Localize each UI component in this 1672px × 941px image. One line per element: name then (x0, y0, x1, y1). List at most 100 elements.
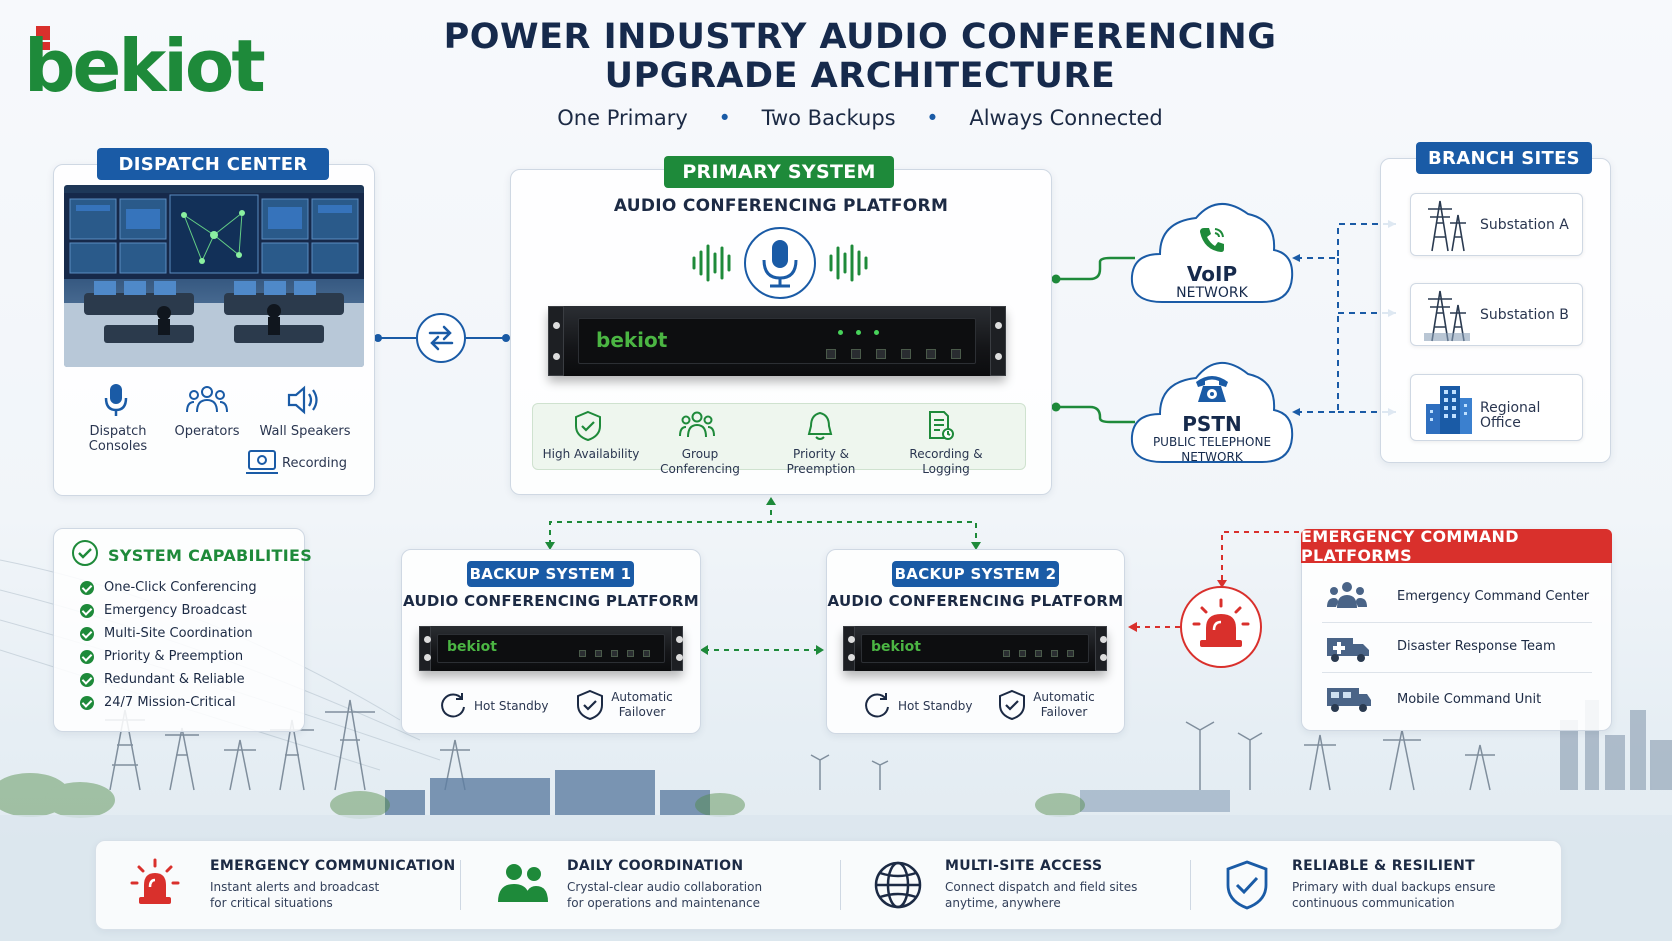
system-capabilities-panel (53, 528, 305, 732)
pstn-subtitle-2: NETWORK (1181, 450, 1243, 464)
command-vehicle-icon (1327, 688, 1371, 712)
control-room-photo (64, 185, 364, 367)
pstn-title: PSTN (1182, 412, 1242, 436)
operators-label: Operators (174, 424, 240, 439)
command-center-icon (1327, 582, 1367, 608)
footer-text-4b: continuous communication (1292, 896, 1455, 910)
check-icon (80, 581, 94, 595)
logo-mark (34, 26, 50, 50)
capability-item: Emergency Broadcast (104, 603, 247, 618)
capability-item: One-Click Conferencing (104, 580, 257, 595)
telephone-icon (1196, 376, 1228, 402)
footer-divider (840, 860, 841, 910)
backup-system-2-header: BACKUP SYSTEM 2 (892, 561, 1059, 587)
transmission-tower-icon (1428, 200, 1466, 252)
primary-device: bekiot (548, 306, 1006, 376)
capability-item: 24/7 Mission-Critical (104, 695, 236, 710)
footer-title-4: RELIABLE & RESILIENT (1292, 858, 1476, 874)
pstn-subtitle: PUBLIC TELEPHONE (1152, 435, 1272, 449)
backup-2-failover-label-1: Automatic (1033, 690, 1095, 704)
capabilities-check-icon (72, 540, 98, 566)
voip-title: VoIP (1186, 262, 1238, 286)
tagline-part-1: One Primary (557, 106, 688, 130)
operators-icon (186, 386, 228, 413)
dispatch-center-header: DISPATCH CENTER (97, 148, 329, 180)
audio-waveform-icon (692, 227, 868, 299)
primary-system-header: PRIMARY SYSTEM (664, 156, 894, 188)
footer-title-3: MULTI-SITE ACCESS (945, 858, 1103, 874)
footer-bar (95, 840, 1562, 930)
primary-system-subtitle: AUDIO CONFERENCING PLATFORM (613, 196, 949, 216)
emergency-item: Mobile Command Unit (1397, 692, 1542, 707)
group-conferencing-label: Group Conferencing (660, 447, 740, 476)
capability-item: Priority & Preemption (104, 649, 244, 664)
backup-1-device-brand: bekiot (447, 639, 497, 655)
high-availability-label: High Availability (542, 447, 640, 461)
page-title: POWER INDUSTRY AUDIO CONFERENCING UPGRAD… (420, 18, 1300, 96)
footer-text-1b: for critical situations (210, 896, 333, 910)
recording-icon (246, 450, 278, 474)
branch-site-label-1: Substation A (1480, 217, 1569, 233)
hot-standby-icon (441, 693, 465, 718)
footer-text-3a: Connect dispatch and field sites (945, 880, 1138, 894)
hot-standby-icon (865, 693, 889, 718)
check-icon (80, 650, 94, 664)
emergency-command-header: EMERGENCY COMMAND PLATFORMS (1301, 527, 1612, 565)
voip-phone-icon (1200, 228, 1224, 252)
backup-system-1-header: BACKUP SYSTEM 1 (467, 561, 634, 587)
footer-text-2b: for operations and maintenance (567, 896, 761, 910)
ambulance-icon (1327, 638, 1369, 662)
failover-shield-icon (577, 689, 603, 721)
tagline-part-2: Two Backups (761, 106, 896, 130)
divider (1322, 672, 1592, 673)
emergency-item: Disaster Response Team (1397, 639, 1556, 654)
substation-tower-icon (1424, 290, 1470, 342)
backup-1-failover-label-1: Automatic (611, 690, 673, 704)
dispatch-consoles-label: Dispatch Consoles (88, 424, 148, 454)
branch-site-label-3: Regional Office (1480, 400, 1541, 431)
backup-2-device-brand: bekiot (871, 639, 921, 655)
recording-label: Recording (282, 456, 348, 471)
team-icon (498, 864, 548, 902)
backup-1-device: bekiot (419, 626, 683, 671)
priority-preemption-label: Priority & Preemption (786, 447, 856, 476)
system-capabilities-header: SYSTEM CAPABILITIES (108, 546, 313, 565)
footer-text-1a: Instant alerts and broadcast (210, 880, 380, 894)
title-line-1: POWER INDUSTRY AUDIO CONFERENCING (443, 17, 1277, 57)
bell-icon (807, 411, 833, 440)
microphone-icon (104, 384, 128, 416)
failover-shield-icon (999, 689, 1025, 721)
footer-title-2: DAILY COORDINATION (567, 858, 744, 874)
backup-1-failover-label-2: Failover (618, 705, 666, 719)
voip-subtitle: NETWORK (1176, 285, 1248, 301)
logo-text: bekiot (24, 24, 266, 108)
backup-2-device: bekiot (843, 626, 1107, 671)
tagline-separator-1: • (718, 106, 731, 130)
title-line-2: UPGRADE ARCHITECTURE (604, 56, 1116, 96)
check-icon (80, 673, 94, 687)
tagline-separator-2: • (926, 106, 939, 130)
high-availability-icon (575, 410, 601, 442)
office-building-icon (1426, 386, 1472, 434)
group-conferencing-icon (679, 411, 715, 438)
footer-divider (460, 860, 461, 910)
voip-cloud (1130, 202, 1294, 303)
tagline: One Primary • Two Backups • Always Conne… (420, 106, 1300, 130)
backup-system-2-subtitle: AUDIO CONFERENCING PLATFORM (827, 592, 1124, 610)
shield-check-icon (1226, 860, 1268, 910)
swap-arrows-icon (416, 313, 466, 363)
backup-2-standby-label: Hot Standby (898, 699, 973, 713)
footer-title-1: EMERGENCY COMMUNICATION (210, 858, 456, 874)
emergency-siren-icon (1180, 586, 1262, 668)
tagline-part-3: Always Connected (969, 106, 1163, 130)
capability-item: Multi-Site Coordination (104, 626, 253, 641)
logo: bekiot (24, 20, 284, 110)
capability-item: Redundant & Reliable (104, 672, 245, 687)
backup-2-failover-label-2: Failover (1040, 705, 1088, 719)
backup-system-1-subtitle: AUDIO CONFERENCING PLATFORM (403, 592, 699, 610)
divider (1322, 622, 1592, 623)
primary-device-brand: bekiot (596, 328, 668, 352)
footer-text-3b: anytime, anywhere (945, 896, 1061, 910)
backup-1-standby-label: Hot Standby (474, 699, 549, 713)
